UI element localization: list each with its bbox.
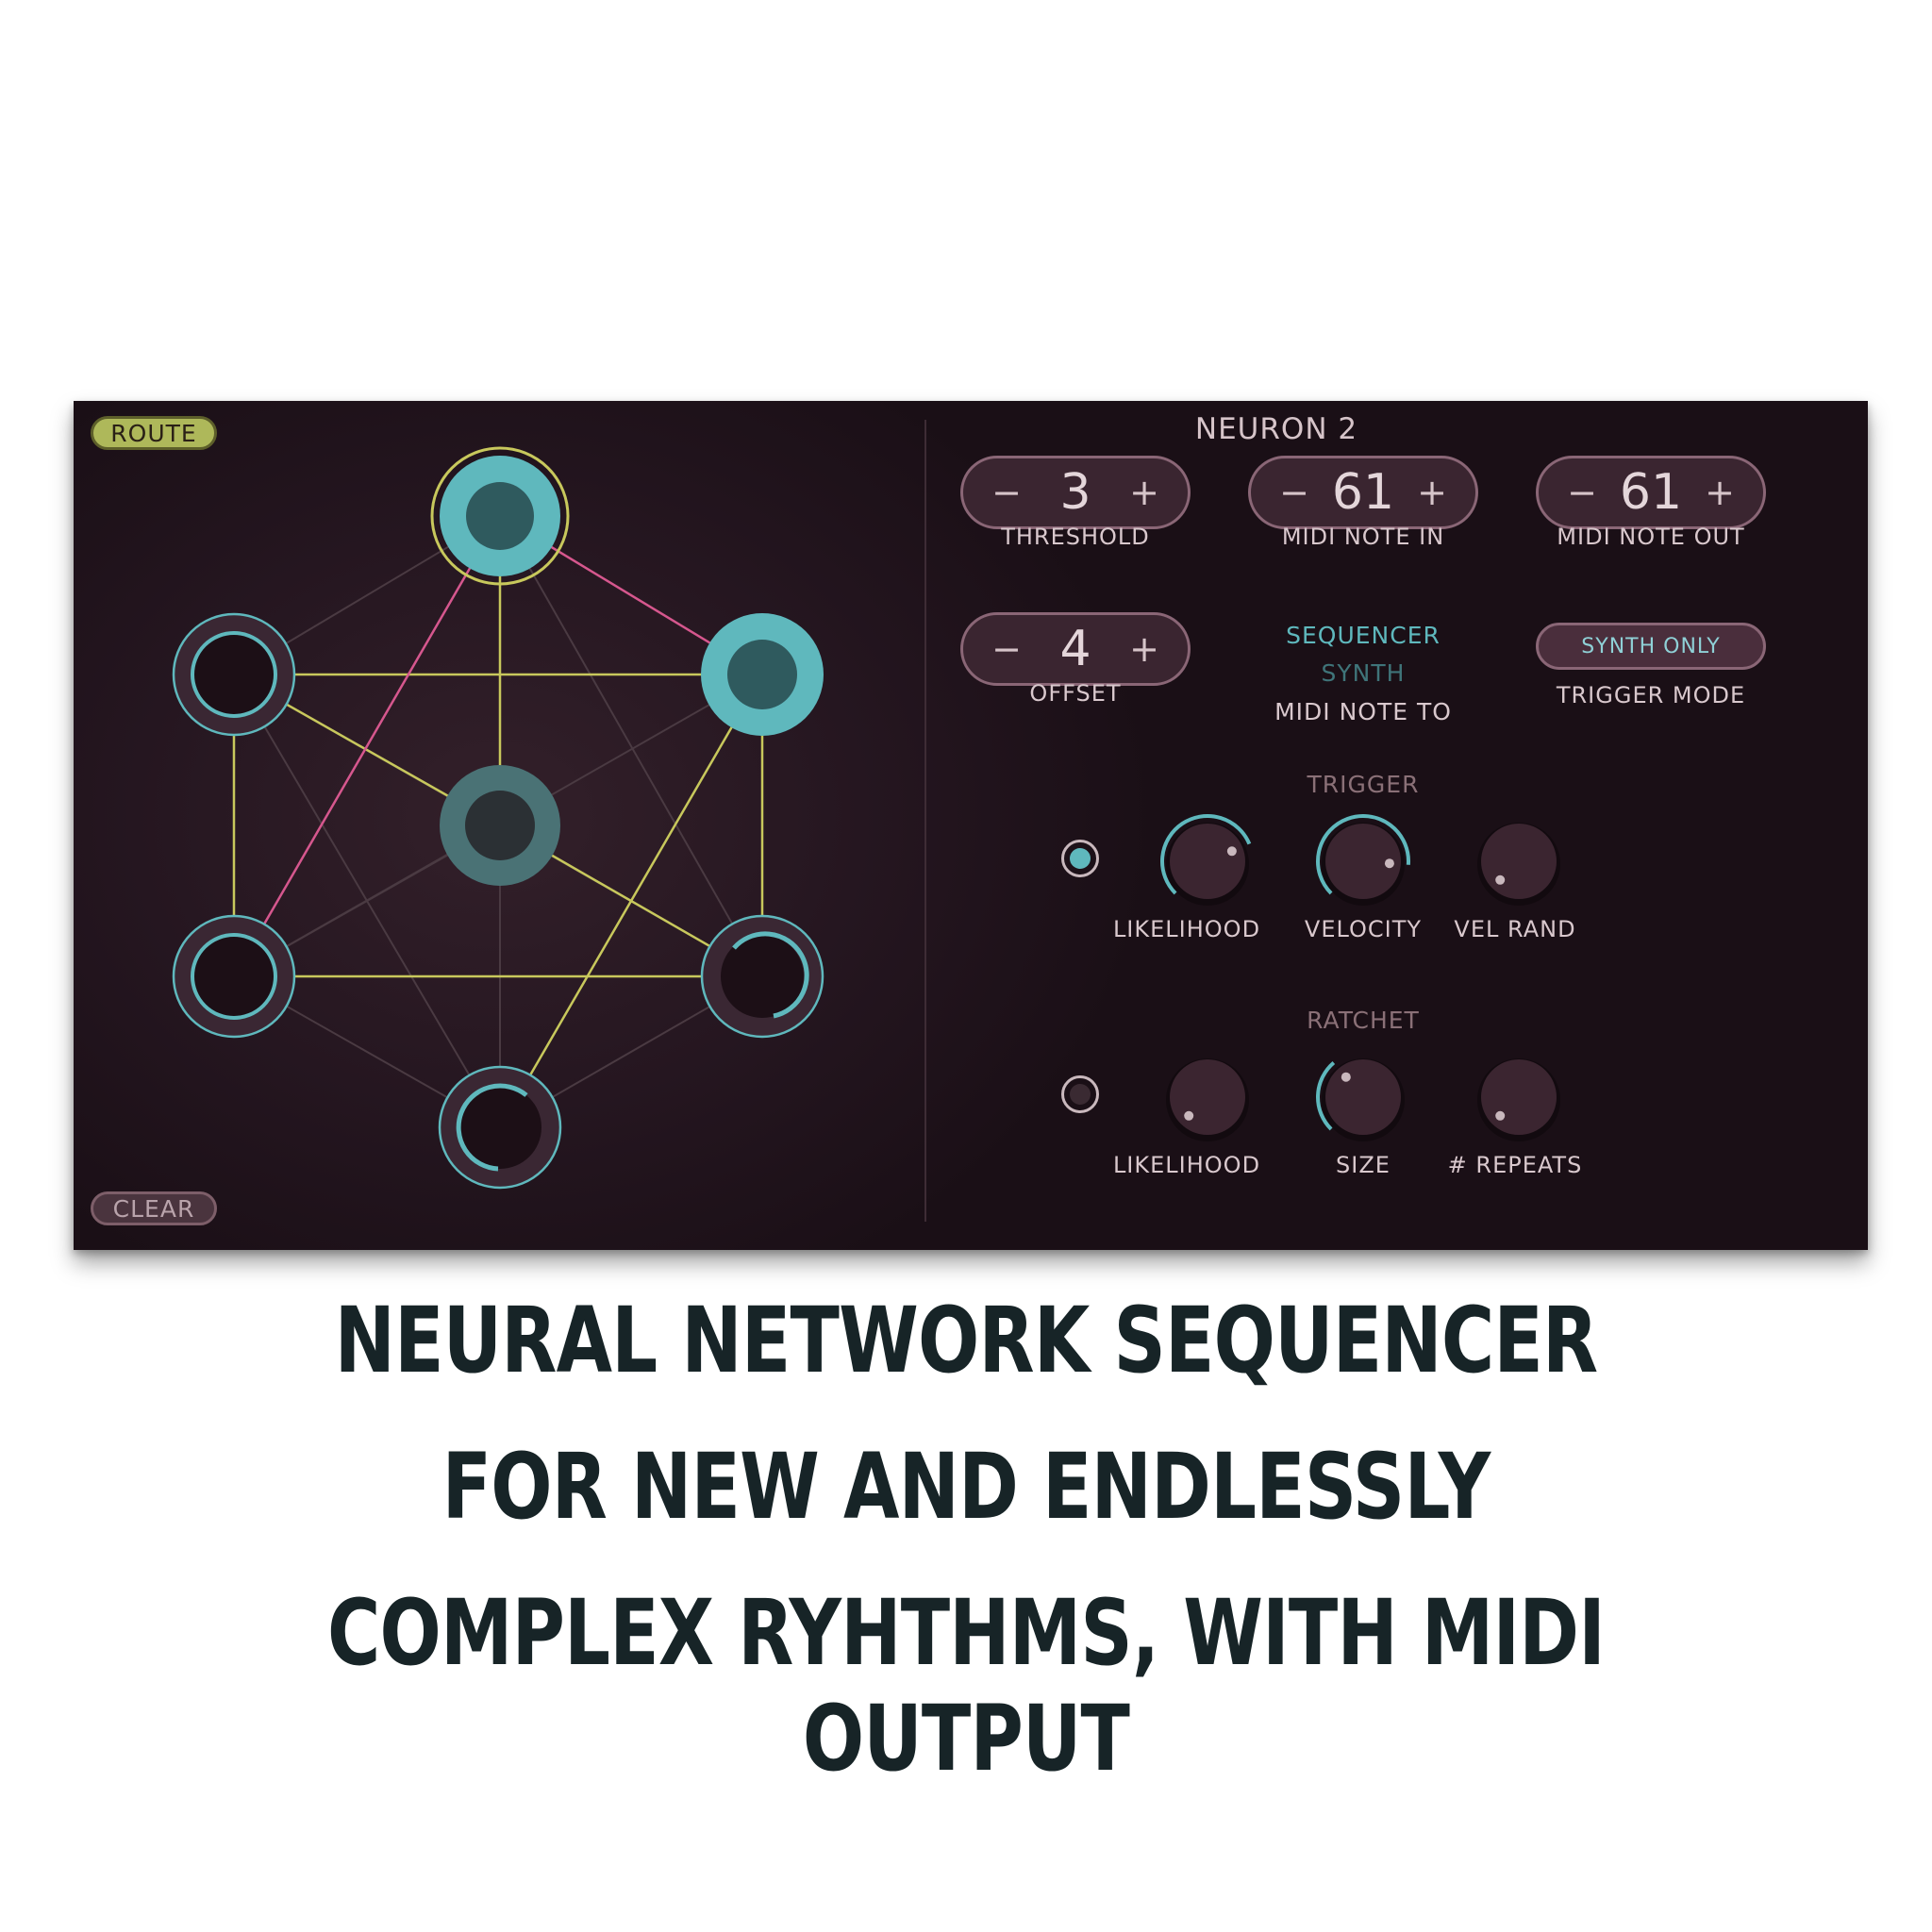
midi-note-in-label: MIDI NOTE IN: [1281, 524, 1445, 550]
trigger-vel-rand-label: VEL RAND: [1454, 916, 1576, 942]
ratchet-size-label: SIZE: [1336, 1152, 1391, 1178]
neuron-node-top[interactable]: [430, 446, 570, 586]
offset-minus-button[interactable]: −: [991, 628, 1022, 670]
trigger-velocity-knob[interactable]: [1316, 814, 1410, 906]
clear-button[interactable]: CLEAR: [91, 1191, 217, 1225]
offset-plus-button[interactable]: +: [1129, 628, 1159, 670]
midi-note-to-option-synth[interactable]: SYNTH: [1321, 659, 1406, 687]
midi-note-in-value: 61: [1331, 464, 1395, 521]
route-button[interactable]: ROUTE: [91, 416, 217, 450]
trigger-section-title: TRIGGER: [1307, 771, 1420, 798]
trigger-mode-label: TRIGGER MODE: [1556, 682, 1746, 708]
ratchet-repeats-knob[interactable]: [1477, 1058, 1560, 1141]
neuron-node-bottom-right[interactable]: [700, 914, 824, 1039]
threshold-plus-button[interactable]: +: [1129, 472, 1159, 513]
neuron-node-bottom[interactable]: [438, 1065, 562, 1190]
offset-label: OFFSET: [1029, 680, 1122, 707]
ratchet-repeats-label: # REPEATS: [1447, 1152, 1583, 1178]
midi-note-out-stepper: − 61 +: [1536, 456, 1766, 529]
neuron-node-top-left[interactable]: [172, 612, 296, 737]
ratchet-section-title: RATCHET: [1307, 1007, 1420, 1034]
trigger-likelihood-label: LIKELIHOOD: [1112, 916, 1261, 942]
threshold-value: 3: [1059, 464, 1091, 521]
trigger-mode-selector[interactable]: SYNTH ONLY: [1536, 623, 1766, 670]
threshold-stepper: − 3 +: [960, 456, 1191, 529]
neuron-network-graph: [172, 446, 824, 1190]
headline-line-2: FOR NEW AND ENDLESSLY: [441, 1434, 1491, 1540]
threshold-label: THRESHOLD: [1001, 524, 1150, 550]
headline-line-1: NEURAL NETWORK SEQUENCER: [334, 1288, 1599, 1393]
offset-value: 4: [1059, 621, 1091, 677]
neuron-node-bottom-left[interactable]: [172, 914, 296, 1039]
midi-note-in-plus-button[interactable]: +: [1417, 472, 1447, 513]
trigger-velocity-label: VELOCITY: [1304, 916, 1423, 942]
sequencer-panel: ROUTE CLEAR NEURON 2 − 3 + THRESHOLD − 6…: [74, 401, 1868, 1250]
neuron-node-top-right[interactable]: [701, 613, 824, 736]
headline-line-3: COMPLEX RYHTHMS, WITH MIDI OUTPUT: [326, 1580, 1606, 1791]
panel-divider: [924, 420, 926, 1222]
threshold-minus-button[interactable]: −: [991, 472, 1022, 513]
ratchet-likelihood-label: LIKELIHOOD: [1112, 1152, 1261, 1178]
midi-note-to-option-sequencer[interactable]: SEQUENCER: [1286, 622, 1441, 649]
midi-note-out-minus-button[interactable]: −: [1567, 472, 1597, 513]
trigger-vel-rand-knob[interactable]: [1477, 823, 1560, 906]
ratchet-likelihood-knob[interactable]: [1166, 1058, 1249, 1141]
midi-note-out-value: 61: [1619, 464, 1683, 521]
neuron-title: NEURON 2: [1194, 412, 1358, 446]
neuron-node-center[interactable]: [440, 765, 560, 886]
trigger-likelihood-knob[interactable]: [1160, 814, 1252, 906]
midi-note-in-stepper: − 61 +: [1248, 456, 1478, 529]
midi-note-out-label: MIDI NOTE OUT: [1557, 524, 1745, 550]
offset-stepper: − 4 +: [960, 612, 1191, 686]
midi-note-in-minus-button[interactable]: −: [1279, 472, 1309, 513]
midi-note-to-label: MIDI NOTE TO: [1274, 698, 1452, 725]
midi-note-out-plus-button[interactable]: +: [1705, 472, 1735, 513]
trigger-enable-toggle[interactable]: [1061, 840, 1099, 877]
ratchet-enable-toggle[interactable]: [1061, 1075, 1099, 1113]
ratchet-size-knob[interactable]: [1316, 1058, 1405, 1141]
